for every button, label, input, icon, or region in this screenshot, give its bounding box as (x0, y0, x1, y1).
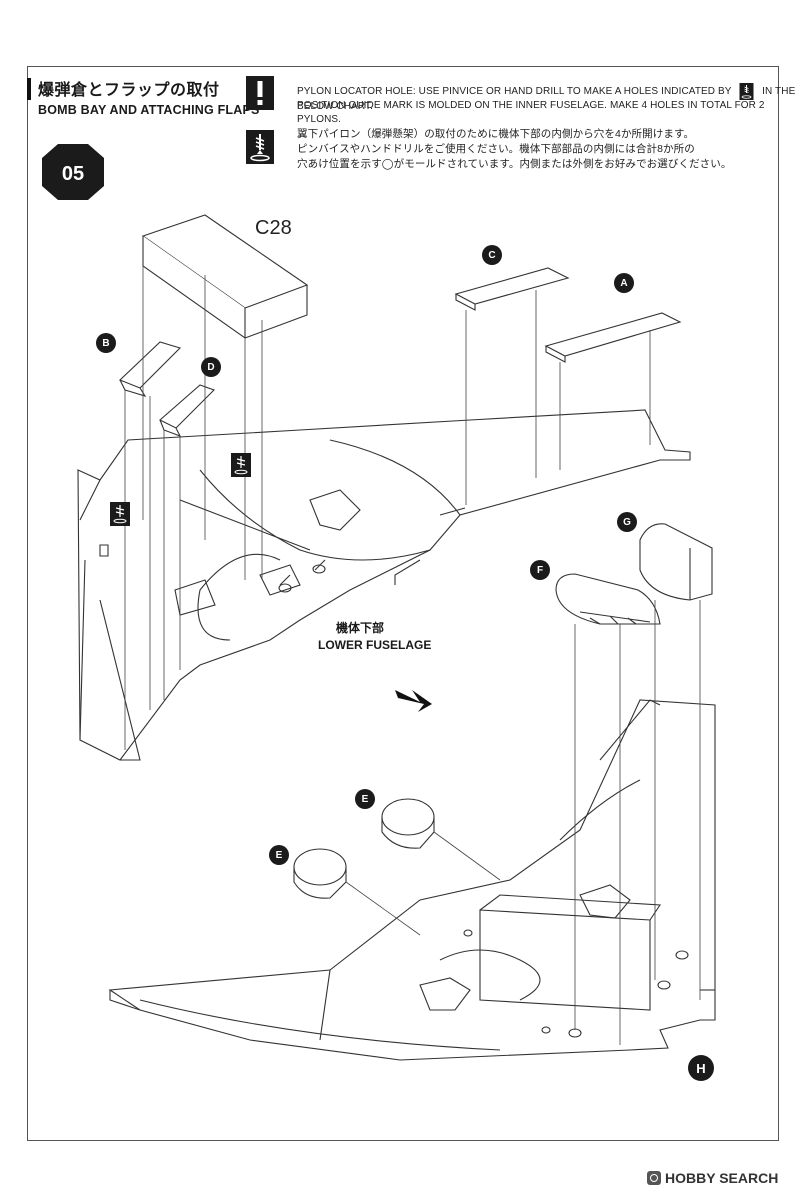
watermark-text: HOBBY SEARCH (665, 1170, 779, 1186)
step-number-badge: 05 (42, 144, 104, 200)
step-title-en: BOMB BAY AND ATTACHING FLAPS (38, 103, 260, 117)
step-number: 05 (62, 163, 84, 185)
callout-lower-fuselage-en: LOWER FUSELAGE (318, 638, 432, 652)
drill-hole-icon (110, 502, 130, 526)
exclamation-warning-icon (246, 76, 274, 110)
notice-en-line2: POSITION GUIDE MARK IS MOLDED ON THE INN… (297, 100, 765, 125)
part-label-c28: C28 (255, 217, 292, 239)
notice-en-line1-a: PYLON LOCATOR HOLE: USE PINVICE OR HAND … (297, 86, 732, 98)
part-f-intake (555, 573, 661, 625)
notice-jp-line2: ピンバイスやハンドドリルをご使用ください。機体下部部品の内側には合計8か所の (297, 143, 695, 155)
part-c28-bombbay-box (141, 214, 309, 340)
title-accent-bar (27, 78, 31, 100)
callout-lower-fuselage-jp: 機体下部 (336, 621, 385, 635)
part-a-flap (544, 312, 682, 363)
part-b-door (118, 341, 182, 397)
notice-jp-line1: 翼下パイロン（爆弾懸架）の取付のために機体下部の内側から穴を4か所開けます。 (297, 128, 695, 140)
drill-hole-icon (739, 83, 754, 100)
drill-hole-icon (246, 130, 274, 164)
step-title-jp: 爆弾倉とフラップの取付 (38, 82, 220, 99)
part-c-flap (454, 267, 570, 311)
notice-en-line1: PYLON LOCATOR HOLE: USE PINVICE OR HAND … (297, 83, 809, 114)
hobby-search-watermark: HOBBY SEARCH (647, 1170, 778, 1186)
page-frame (27, 66, 779, 1141)
lower-fuselage-outer-view (108, 699, 716, 1061)
direction-arrow-icon (395, 690, 432, 712)
hobby-search-logo-icon (647, 1171, 661, 1185)
notice-jp-line3: 穴あけ位置を示す◯がモールドされています。内側または外側をお好みでお選びください… (297, 158, 732, 170)
part-e-wheel-upper (381, 798, 435, 849)
part-d-door (159, 384, 216, 438)
part-g-intake (639, 523, 713, 601)
notice-en-line1-b: IN THE BELOW CHART. (297, 86, 796, 112)
drill-hole-icon (231, 453, 251, 477)
part-e-wheel-lower (293, 848, 347, 899)
